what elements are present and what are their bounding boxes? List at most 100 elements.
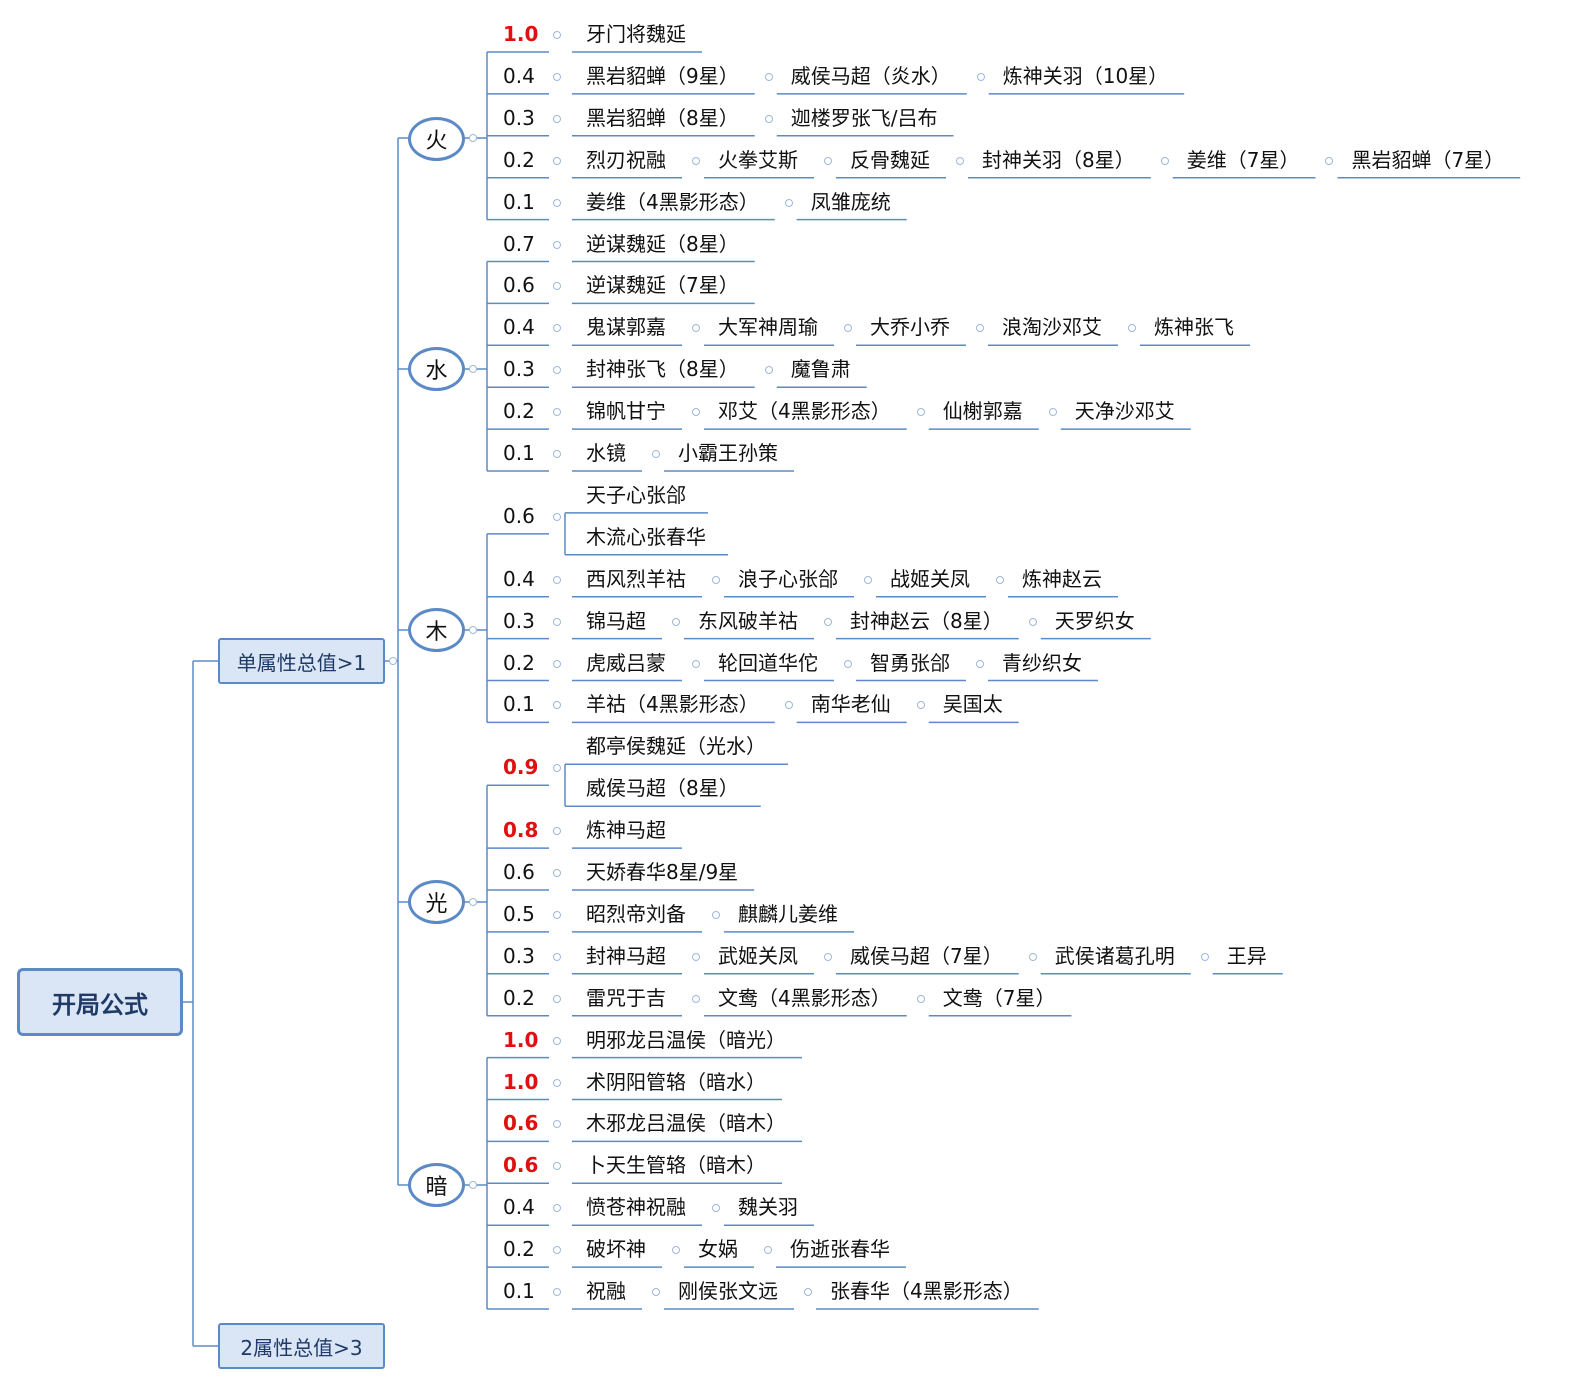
collapse-toggle-icon[interactable]: [469, 134, 477, 142]
branch-value[interactable]: 1.0: [503, 1027, 539, 1052]
leaf-item[interactable]: 刚侯张文远: [678, 1279, 778, 1303]
branch-value[interactable]: 0.3: [503, 943, 535, 968]
leaf-item[interactable]: 张春华（4黑影形态）: [830, 1279, 1023, 1303]
collapse-toggle-icon[interactable]: [553, 910, 561, 919]
branch-value[interactable]: 0.1: [503, 1279, 535, 1303]
collapse-toggle-icon[interactable]: [553, 827, 561, 836]
collapse-toggle-icon[interactable]: [712, 910, 720, 919]
collapse-toggle-icon[interactable]: [1028, 617, 1037, 626]
leaf-item[interactable]: 锦帆甘宁: [586, 399, 666, 424]
collapse-toggle-icon[interactable]: [553, 952, 561, 961]
leaf-item[interactable]: 仙榭郭嘉: [942, 399, 1023, 424]
leaf-item[interactable]: 封神赵云（8星）: [850, 608, 1003, 633]
collapse-toggle-icon[interactable]: [692, 659, 700, 668]
element-light[interactable]: 光: [408, 880, 465, 924]
branch-value[interactable]: 0.2: [503, 147, 535, 172]
leaf-item[interactable]: 武侯诸葛孔明: [1054, 943, 1175, 968]
leaf-item[interactable]: 天净沙邓艾: [1074, 399, 1175, 424]
collapse-toggle-icon[interactable]: [784, 701, 793, 710]
collapse-toggle-icon[interactable]: [1048, 408, 1057, 417]
collapse-toggle-icon[interactable]: [553, 764, 561, 773]
collapse-toggle-icon[interactable]: [469, 1181, 477, 1189]
leaf-item[interactable]: 大乔小乔: [870, 315, 950, 340]
collapse-toggle-icon[interactable]: [764, 72, 773, 81]
collapse-toggle-icon[interactable]: [553, 659, 561, 668]
collapse-toggle-icon[interactable]: [692, 156, 700, 165]
collapse-toggle-icon[interactable]: [553, 1246, 561, 1255]
collapse-toggle-icon[interactable]: [804, 1288, 812, 1296]
leaf-item[interactable]: 文鸯（7星）: [942, 985, 1056, 1010]
collapse-toggle-icon[interactable]: [469, 365, 477, 373]
leaf-item[interactable]: 浪子心张郃: [738, 566, 838, 591]
collapse-toggle-icon[interactable]: [864, 575, 872, 584]
category-single-attribute[interactable]: 单属性总值>1: [218, 638, 385, 684]
collapse-toggle-icon[interactable]: [824, 952, 832, 961]
leaf-item[interactable]: 武姬关凤: [718, 943, 798, 968]
collapse-toggle-icon[interactable]: [1128, 324, 1136, 333]
leaf-item[interactable]: 炼神赵云: [1022, 566, 1102, 591]
leaf-item[interactable]: 木流心张春华: [586, 524, 706, 549]
leaf-item[interactable]: 文鸯（4黑影形态）: [718, 985, 891, 1010]
collapse-toggle-icon[interactable]: [844, 324, 852, 333]
leaf-item[interactable]: 火拳艾斯: [718, 147, 798, 172]
leaf-item[interactable]: 迦楼罗张飞/吕布: [790, 105, 938, 130]
leaf-item[interactable]: 大军神周瑜: [718, 315, 818, 340]
leaf-item[interactable]: 天娇春华8星/9星: [586, 860, 739, 884]
collapse-toggle-icon[interactable]: [553, 1162, 561, 1171]
collapse-toggle-icon[interactable]: [553, 450, 561, 458]
leaf-item[interactable]: 锦马超: [586, 608, 646, 633]
element-water[interactable]: 水: [408, 347, 465, 391]
leaf-item[interactable]: 祝融: [586, 1279, 626, 1303]
collapse-toggle-icon[interactable]: [712, 575, 720, 584]
collapse-toggle-icon[interactable]: [652, 450, 660, 458]
branch-value[interactable]: 0.4: [503, 566, 535, 591]
leaf-item[interactable]: 南华老仙: [810, 692, 891, 717]
leaf-item[interactable]: 麒麟儿姜维: [738, 901, 838, 926]
branch-value[interactable]: 0.2: [503, 650, 535, 675]
leaf-item[interactable]: 浪淘沙邓艾: [1002, 315, 1102, 340]
branch-value[interactable]: 0.6: [503, 503, 535, 528]
branch-value[interactable]: 0.2: [503, 985, 535, 1010]
leaf-item[interactable]: 小霸王孙策: [678, 441, 778, 465]
leaf-item[interactable]: 天罗织女: [1054, 608, 1135, 633]
collapse-toggle-icon[interactable]: [553, 1204, 561, 1213]
collapse-toggle-icon[interactable]: [553, 617, 561, 626]
branch-value[interactable]: 0.1: [503, 189, 535, 214]
root-topic[interactable]: 开局公式: [17, 968, 183, 1036]
collapse-toggle-icon[interactable]: [553, 512, 561, 521]
leaf-item[interactable]: 天子心张郃: [586, 482, 686, 507]
branch-value[interactable]: 0.1: [503, 692, 535, 717]
leaf-item[interactable]: 卜天生管辂（暗木）: [586, 1153, 766, 1178]
leaf-item[interactable]: 凤雏庞统: [810, 189, 891, 214]
collapse-toggle-icon[interactable]: [553, 869, 561, 877]
leaf-item[interactable]: 都亭侯魏延（光水）: [586, 734, 766, 759]
leaf-item[interactable]: 魏关羽: [738, 1195, 798, 1220]
leaf-item[interactable]: 威侯马超（7星）: [850, 943, 1003, 968]
collapse-toggle-icon[interactable]: [824, 156, 832, 165]
leaf-item[interactable]: 水镜: [586, 441, 626, 465]
branch-value[interactable]: 0.2: [503, 1237, 535, 1262]
collapse-toggle-icon[interactable]: [553, 408, 561, 417]
collapse-toggle-icon[interactable]: [784, 198, 793, 207]
leaf-item[interactable]: 威侯马超（8星）: [586, 776, 739, 801]
collapse-toggle-icon[interactable]: [553, 31, 561, 39]
leaf-item[interactable]: 姜维（7星）: [1186, 147, 1300, 172]
collapse-toggle-icon[interactable]: [996, 575, 1004, 584]
element-wood[interactable]: 木: [408, 608, 465, 652]
element-fire[interactable]: 火: [408, 117, 465, 161]
leaf-item[interactable]: 愤苍神祝融: [586, 1195, 686, 1220]
branch-value[interactable]: 0.8: [503, 818, 539, 843]
collapse-toggle-icon[interactable]: [553, 366, 561, 375]
collapse-toggle-icon[interactable]: [1160, 156, 1169, 165]
collapse-toggle-icon[interactable]: [692, 324, 700, 333]
leaf-item[interactable]: 封神马超: [586, 943, 666, 968]
collapse-toggle-icon[interactable]: [1200, 952, 1209, 961]
branch-value[interactable]: 1.0: [503, 22, 539, 46]
collapse-toggle-icon[interactable]: [553, 72, 561, 81]
leaf-item[interactable]: 王异: [1226, 943, 1267, 968]
leaf-item[interactable]: 威侯马超（炎水）: [790, 63, 951, 88]
branch-value[interactable]: 0.6: [503, 273, 535, 298]
leaf-item[interactable]: 虎威吕蒙: [586, 650, 666, 675]
collapse-toggle-icon[interactable]: [553, 701, 561, 710]
leaf-item[interactable]: 邓艾（4黑影形态）: [718, 399, 891, 424]
